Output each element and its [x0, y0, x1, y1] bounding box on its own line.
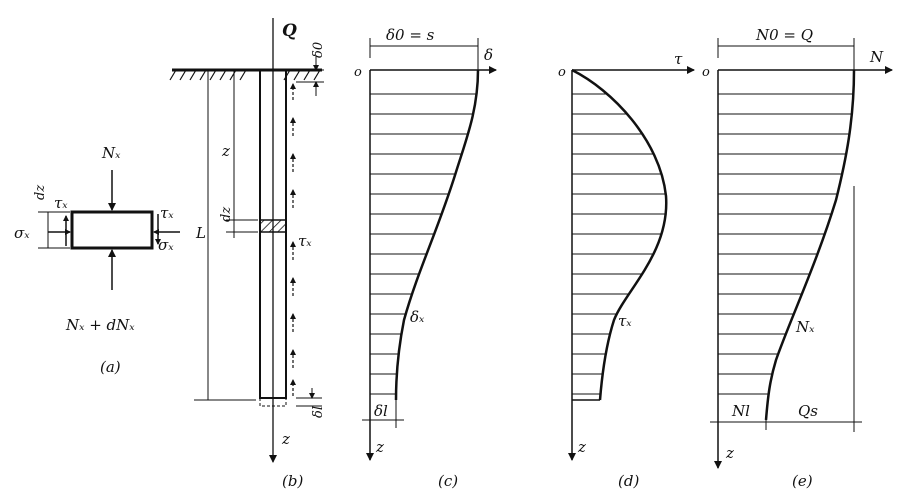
caption-b: (b) [282, 472, 303, 490]
c-top-label: δ0 = s [386, 26, 435, 44]
e-origin-label: o [702, 65, 710, 80]
c-bottom-label: δl [374, 402, 388, 420]
tau-right-label: τₓ [160, 204, 174, 222]
caption-a: (a) [100, 358, 121, 376]
e-top-label: N0 = Q [755, 26, 813, 44]
bottom-force-label: Nₓ + dNₓ [65, 316, 135, 334]
depth-label: z [221, 142, 230, 160]
deltal-label: δl [311, 406, 326, 418]
dz-label-b: dz [219, 207, 234, 222]
d-z-label: z [577, 438, 586, 456]
d-origin-label: o [558, 65, 566, 80]
panel-a: Nₓ Nₓ + dNₓ dz τₓ τₓ σₓ σₓ (a) [14, 144, 180, 376]
c-hatch-lines [370, 93, 477, 395]
e-axial-force-curve [764, 69, 856, 421]
top-force-label: Nₓ [101, 144, 121, 162]
e-bottom-left-label: Nl [731, 402, 750, 420]
dz-label: dz [33, 185, 48, 200]
e-curve-label: Nₓ [795, 318, 815, 336]
caption-c: (c) [438, 472, 458, 490]
load-label: Q [282, 21, 297, 41]
d-hatch-lines [572, 93, 666, 395]
e-bottom-right-label: Qs [798, 402, 818, 420]
c-settlement-curve [394, 69, 480, 401]
e-z-label: z [725, 444, 734, 462]
e-hatch-lines [718, 93, 854, 395]
c-z-label: z [375, 438, 384, 456]
length-label: L [195, 224, 206, 242]
d-shear-curve [571, 68, 668, 401]
tau-label-b: τₓ [298, 232, 312, 250]
soil-element [70, 210, 154, 250]
panel-c: δ0 = s o δ δₓ δl z (c) [354, 26, 497, 490]
panel-b: Q z δ0 δl L z dz [169, 18, 326, 490]
sigma-right-label: σₓ [158, 236, 174, 254]
axis-z-label: z [281, 430, 290, 448]
delta0-label: δ0 [311, 42, 326, 58]
caption-d: (d) [618, 472, 639, 490]
c-axis-label: δ [484, 46, 493, 64]
ground-hatching [169, 69, 321, 81]
e-axis-label: N [869, 48, 884, 66]
caption-e: (e) [792, 472, 813, 490]
tau-left-label: τₓ [54, 194, 68, 212]
c-origin-label: o [354, 65, 362, 80]
sigma-left-label: σₓ [14, 224, 30, 242]
panel-d: o τ τₓ z (d) [558, 50, 695, 490]
c-curve-label: δₓ [410, 308, 425, 326]
panel-e: N0 = Q o N Nₓ Nl Qs z (e) [702, 26, 893, 490]
d-axis-label: τ [674, 50, 683, 68]
d-curve-label: τₓ [618, 312, 632, 330]
